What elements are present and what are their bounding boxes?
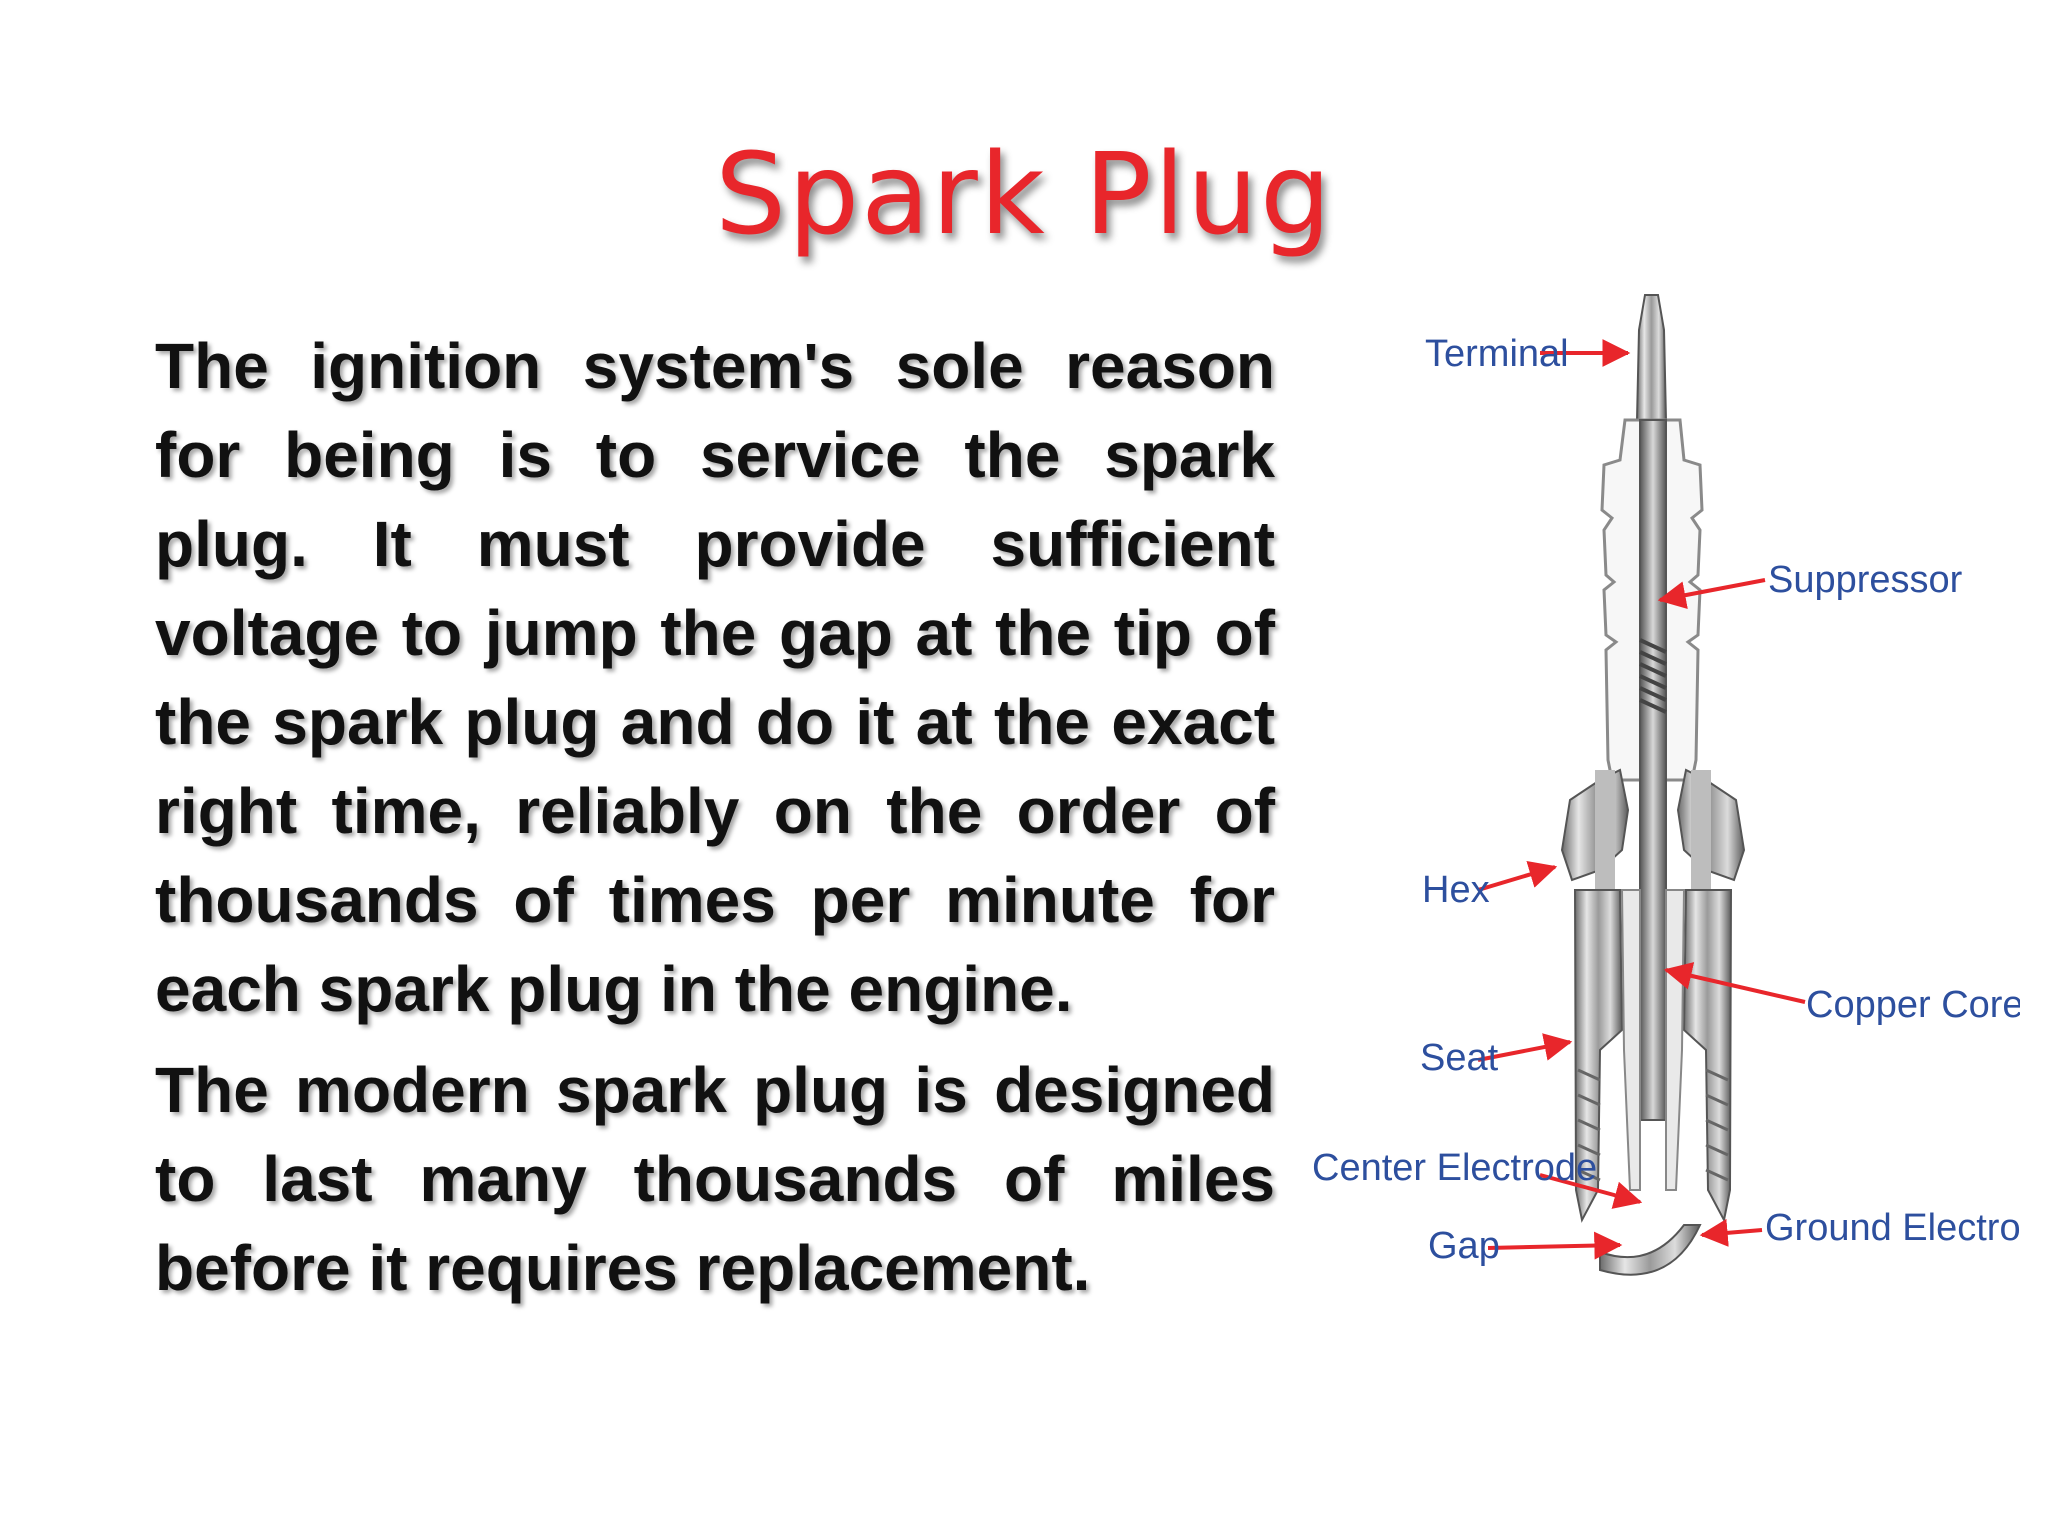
label-hex: Hex — [1422, 869, 1490, 911]
paragraph-2: The modern spark plug is designed to las… — [155, 1054, 1275, 1304]
label-seat: Seat — [1420, 1037, 1499, 1079]
label-gap: Gap — [1428, 1225, 1500, 1267]
label-terminal: Terminal — [1425, 333, 1569, 375]
paragraph-1: The ignition system's sole reason for be… — [155, 330, 1275, 1025]
label-center-electrode: Center Electrode — [1312, 1147, 1597, 1189]
spark-plug-illustration — [1560, 294, 1746, 1276]
label-ground-electrode: Ground Electrode — [1765, 1207, 2020, 1249]
slide-title: Spark Plug — [714, 130, 1334, 260]
spark-plug-diagram: Terminal Suppressor Hex Copper Core Seat… — [1312, 294, 2020, 1276]
callout-arrows — [1477, 339, 1806, 1260]
label-copper-core: Copper Core — [1806, 984, 2020, 1026]
body-text: The ignition system's sole reason for be… — [155, 322, 1275, 1313]
label-suppressor: Suppressor — [1768, 559, 1963, 601]
